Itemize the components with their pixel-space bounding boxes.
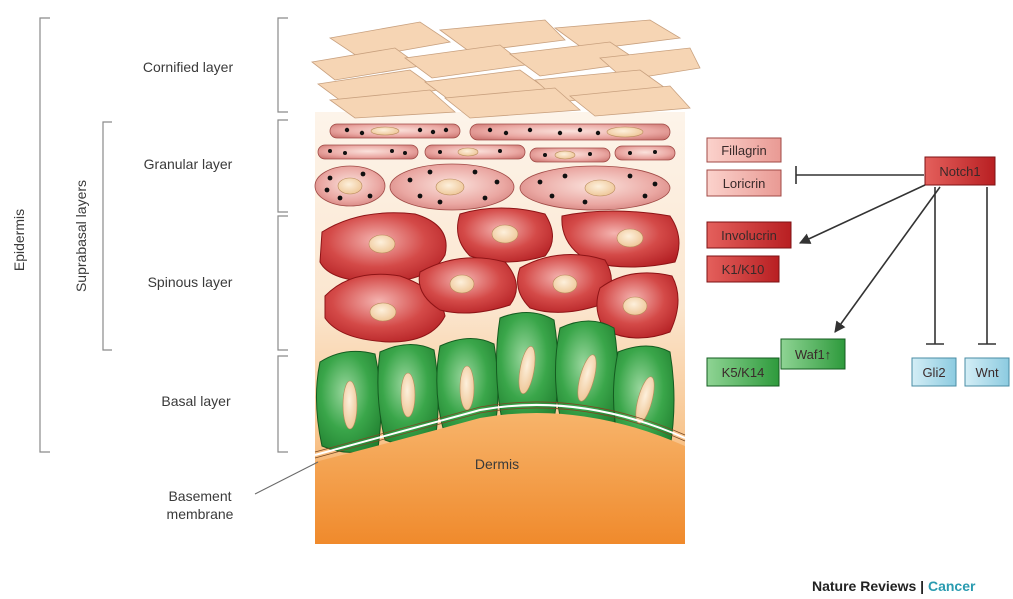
journal-name: Nature Reviews <box>812 578 916 594</box>
suprabasal-label: Suprabasal layers <box>73 180 89 292</box>
svg-text:K5/K14: K5/K14 <box>722 365 765 380</box>
marker-waf1: Waf1↑ <box>781 339 845 369</box>
epidermis-label: Epidermis <box>11 209 27 271</box>
marker-notch1: Notch1 <box>925 157 995 185</box>
svg-text:Notch1: Notch1 <box>939 164 980 179</box>
marker-k1k10: K1/K10 <box>707 256 779 282</box>
svg-text:Wnt: Wnt <box>975 365 999 380</box>
granular-label: Granular layer <box>144 156 233 172</box>
journal-credit: Nature Reviews | Cancer <box>812 578 975 594</box>
marker-loricrin: Loricrin <box>707 170 781 196</box>
notch1-pathway-edges <box>796 166 996 344</box>
basement-label-line1: Basement <box>168 488 231 504</box>
cornified-label: Cornified layer <box>143 59 234 75</box>
marker-k5k14: K5/K14 <box>707 358 779 386</box>
marker-involucrin: Involucrin <box>707 222 791 248</box>
basement-pointer-line <box>255 462 318 494</box>
marker-fillagrin: Fillagrin <box>707 138 781 162</box>
marker-gli2: Gli2 <box>912 358 956 386</box>
dermis-label: Dermis <box>475 456 519 472</box>
svg-text:Involucrin: Involucrin <box>721 228 777 243</box>
basal-label: Basal layer <box>161 393 231 409</box>
arrow-waf1 <box>835 187 940 332</box>
cornified-layer-flakes <box>312 20 700 118</box>
journal-section: Cancer <box>928 578 975 594</box>
svg-text:Loricrin: Loricrin <box>723 176 766 191</box>
svg-text:K1/K10: K1/K10 <box>722 262 765 277</box>
svg-text:Waf1↑: Waf1↑ <box>795 347 831 362</box>
basement-label-line2: membrane <box>167 506 234 522</box>
marker-wnt: Wnt <box>965 358 1009 386</box>
spinous-label: Spinous layer <box>148 274 233 290</box>
svg-text:Fillagrin: Fillagrin <box>721 143 767 158</box>
svg-text:Gli2: Gli2 <box>922 365 945 380</box>
credit-separator: | <box>916 578 928 594</box>
